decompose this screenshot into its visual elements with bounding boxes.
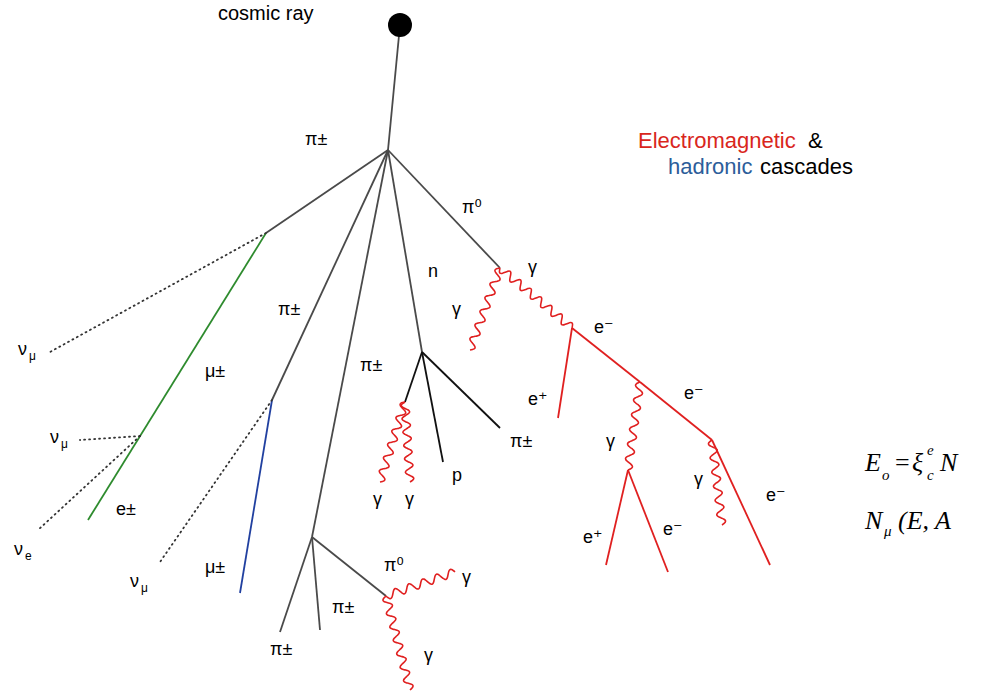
electron-track <box>712 440 770 565</box>
formula-part: μ <box>884 524 892 539</box>
particle-label: γ <box>462 568 471 586</box>
particle-label: γ <box>694 470 703 488</box>
particle-label: γ <box>405 490 414 508</box>
pion-track <box>272 150 388 400</box>
muon-track <box>88 233 266 520</box>
positron-track <box>558 328 572 418</box>
hadron-track <box>405 352 422 402</box>
particle-label: e⁺ <box>583 528 603 546</box>
particle-label: π⁰ <box>462 198 482 216</box>
particle-label: e⁻ <box>663 520 683 538</box>
particle-label: e⁺ <box>528 390 548 408</box>
particle-label: e⁻ <box>766 486 786 504</box>
particle-label: γ <box>606 432 615 450</box>
formula-part: e <box>927 443 934 458</box>
subscript: μ <box>61 438 68 450</box>
pion-track <box>312 537 386 596</box>
particle-label: π± <box>270 640 292 658</box>
primary-label: cosmic ray <box>218 3 314 23</box>
formula-part: = <box>895 450 910 476</box>
particle-label: π± <box>278 300 300 318</box>
photon-track <box>470 268 500 350</box>
heading-word: Electromagnetic <box>638 130 796 152</box>
electron-track <box>628 470 668 572</box>
particle-label: ν <box>14 540 23 558</box>
particle-label: π⁰ <box>384 556 404 574</box>
pion-track <box>312 150 388 537</box>
primary-particle <box>388 13 412 37</box>
neutrino-track <box>38 436 140 530</box>
particle-label: γ <box>528 258 537 276</box>
pion-track <box>280 537 312 632</box>
subscript: μ <box>141 582 148 594</box>
electron-track <box>640 382 712 440</box>
particle-label: p <box>452 466 462 484</box>
particle-label: ν <box>50 428 59 446</box>
particle-label: π± <box>305 130 327 148</box>
particle-label: π± <box>510 432 532 450</box>
muon-track <box>240 400 272 593</box>
positron-track <box>606 470 628 565</box>
photon-track <box>401 402 414 482</box>
particle-label: e⁻ <box>594 318 614 336</box>
formula-part: (E, A <box>898 508 951 534</box>
particle-label: ν <box>130 572 139 590</box>
photon-track <box>383 596 413 690</box>
formula-part: o <box>882 468 890 483</box>
formula-part: N <box>865 508 882 534</box>
heading-word: cascades <box>760 156 853 178</box>
pion-track <box>388 150 500 268</box>
formula-part: N <box>940 450 957 476</box>
heading-word: hadronic <box>668 156 752 178</box>
pion-track <box>422 352 500 428</box>
electron-track <box>572 328 640 382</box>
formula-part: ξ <box>912 450 923 476</box>
particle-label: e± <box>116 500 136 518</box>
formula-part: E <box>865 450 881 476</box>
neutrino-track <box>50 233 266 352</box>
particle-label: μ± <box>205 558 225 576</box>
particle-label: e⁻ <box>684 384 704 402</box>
photon-track <box>499 268 572 328</box>
photon-track <box>379 402 405 482</box>
heading-word: & <box>808 130 823 152</box>
particle-label: μ± <box>205 362 225 380</box>
particle-label: n <box>428 262 438 280</box>
neutrino-track <box>160 400 272 562</box>
particle-label: π± <box>332 598 354 616</box>
pion-track <box>312 537 320 630</box>
neutrino-track <box>80 436 140 440</box>
primary-track <box>388 25 400 150</box>
photon-track <box>626 382 643 470</box>
photon-track <box>708 440 725 525</box>
particle-label: γ <box>373 490 382 508</box>
particle-label: γ <box>424 646 433 664</box>
particle-label: γ <box>452 300 461 318</box>
subscript: μ <box>29 350 36 362</box>
formula-part: c <box>927 468 934 483</box>
particle-label: ν <box>18 340 27 358</box>
particle-label: π± <box>360 356 382 374</box>
subscript: e <box>25 550 32 562</box>
